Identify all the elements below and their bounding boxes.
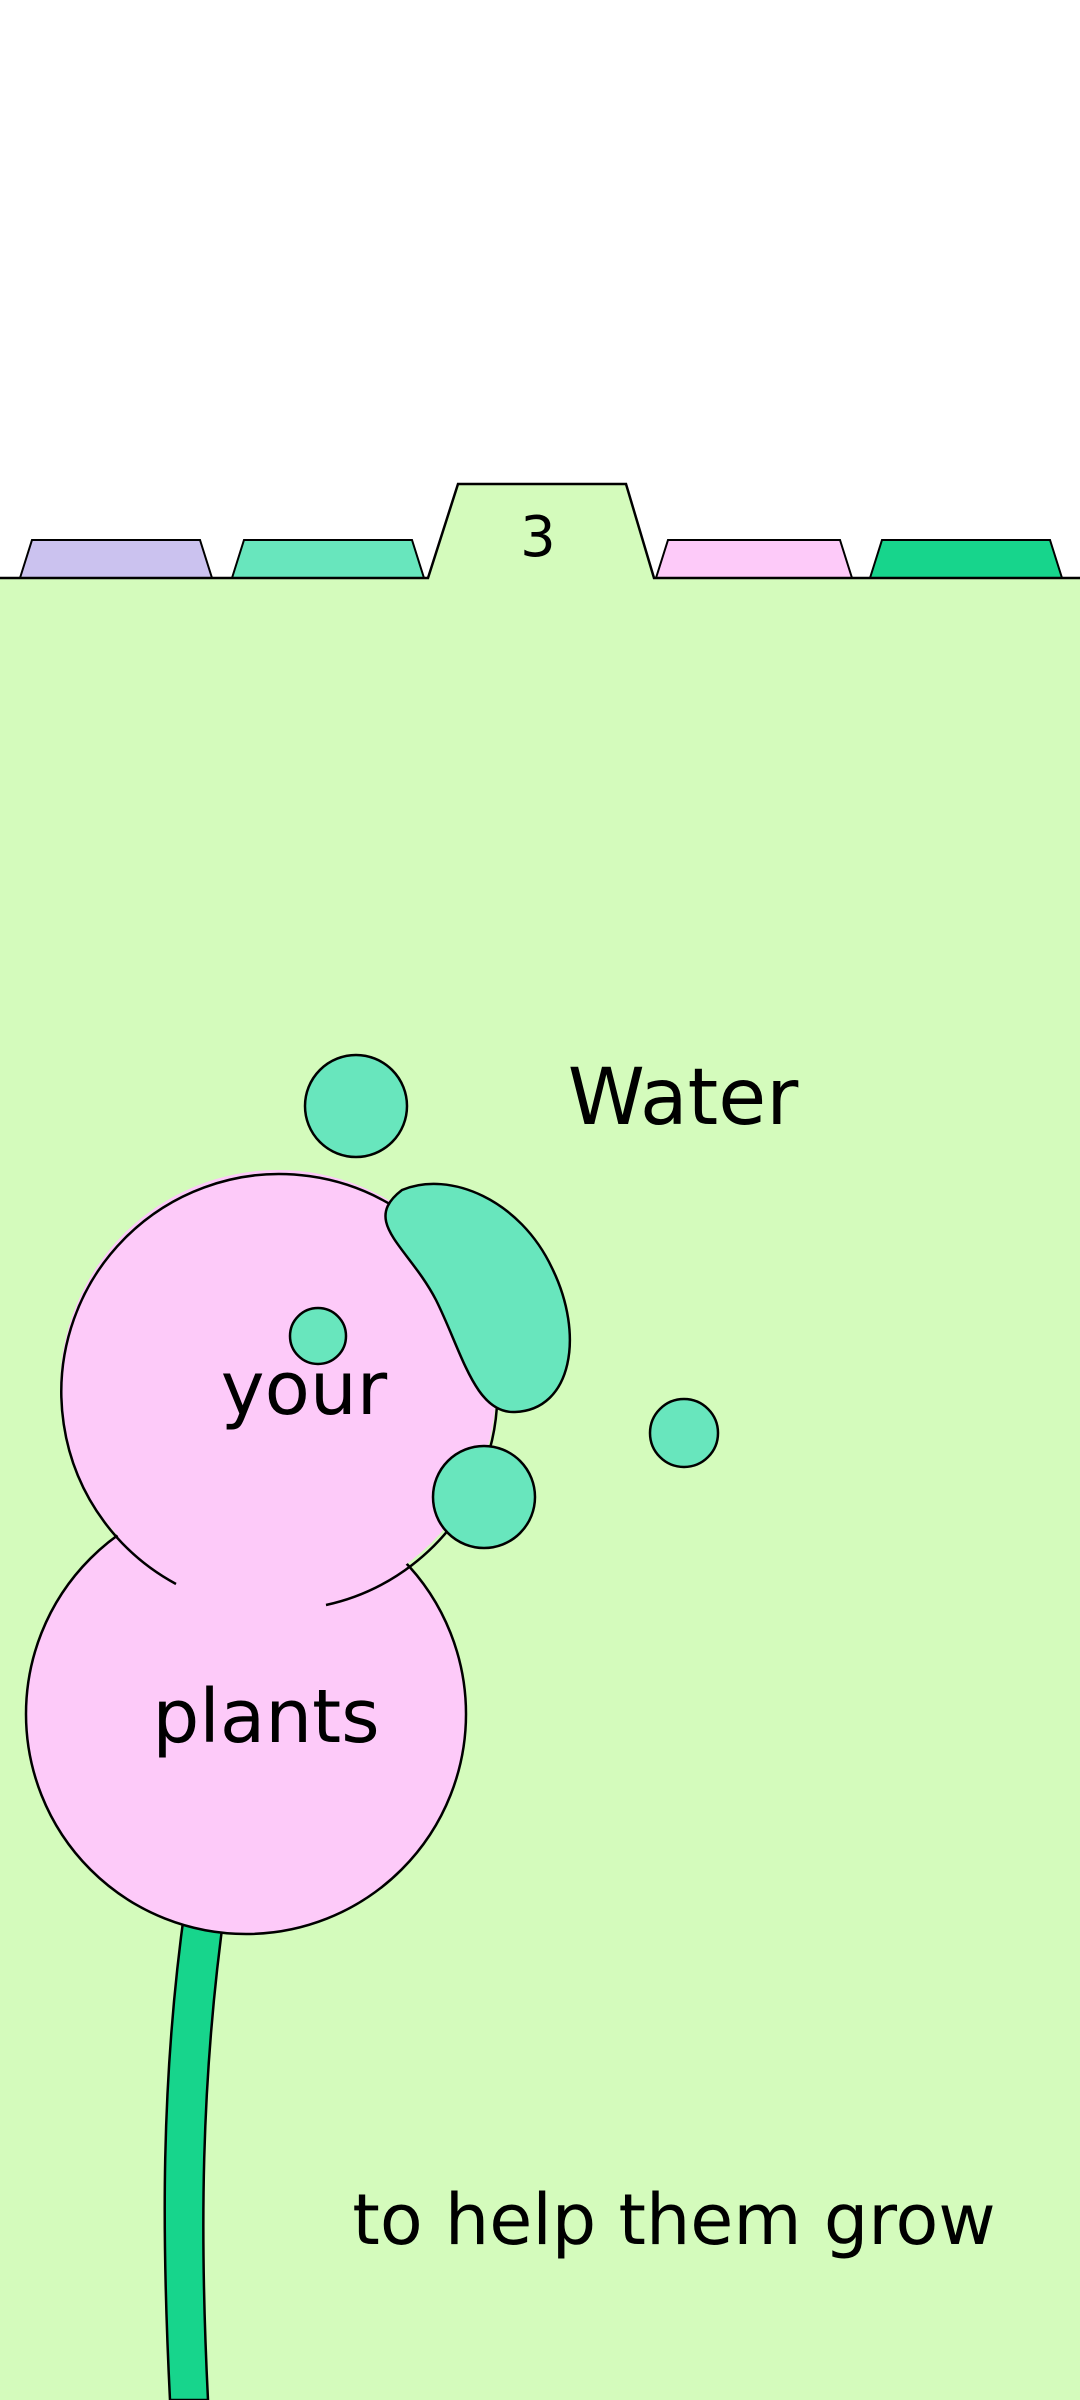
droplet-small xyxy=(288,1306,348,1366)
headline-water: Water xyxy=(568,1053,800,1143)
droplet-mid xyxy=(431,1444,537,1550)
tab-5[interactable] xyxy=(868,539,1064,579)
tab-outline xyxy=(0,482,1080,580)
tab-3-label: 3 xyxy=(520,505,556,570)
bubble-your xyxy=(60,1170,496,1606)
tab-2[interactable] xyxy=(230,539,426,579)
tab-4[interactable] xyxy=(654,539,854,579)
stem xyxy=(163,1898,228,2400)
headline-plants: plants xyxy=(152,1674,379,1760)
tab-1[interactable] xyxy=(18,539,214,579)
headline-your: your xyxy=(221,1346,388,1432)
droplet-top xyxy=(303,1053,409,1159)
droplet-right xyxy=(648,1397,720,1469)
droplet-leaf xyxy=(384,1182,571,1414)
caption-grow: to help them grow xyxy=(352,2179,995,2261)
